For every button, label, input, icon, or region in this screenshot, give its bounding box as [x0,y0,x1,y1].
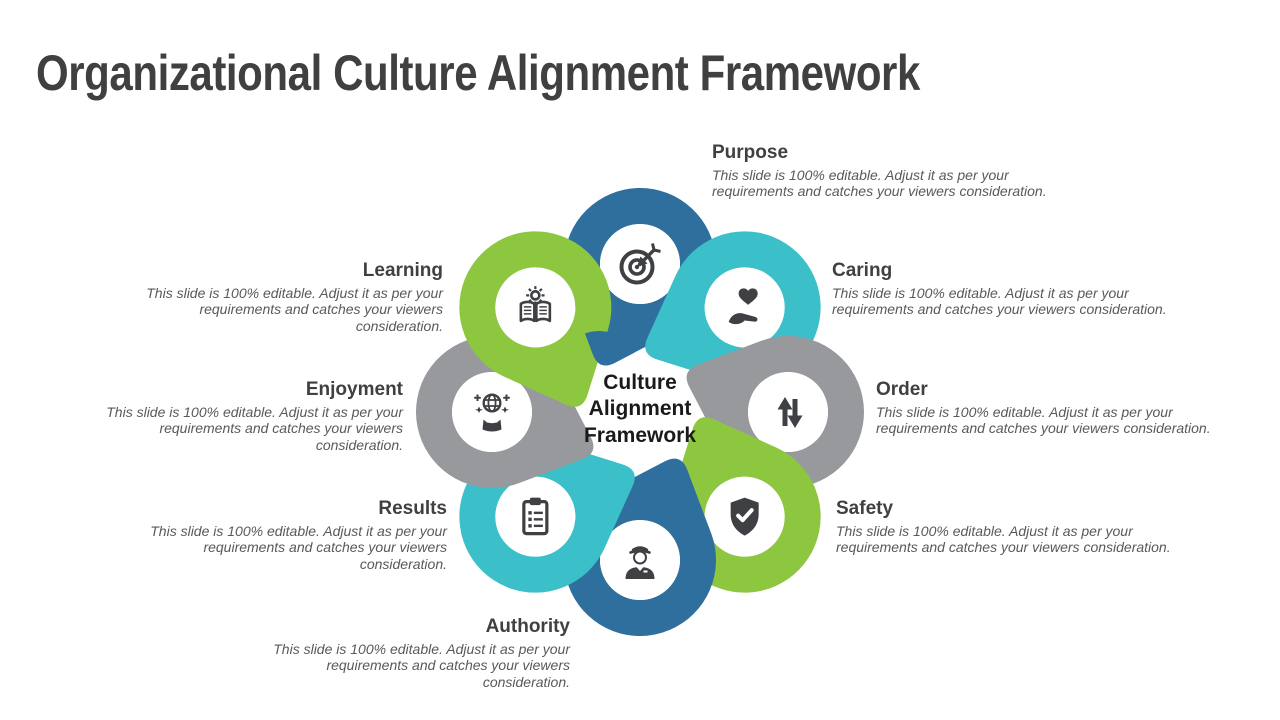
item-description: This slide is 100% editable. Adjust it a… [146,284,443,334]
item-description: This slide is 100% editable. Adjust it a… [836,522,1171,556]
label-authority: Authority This slide is 100% editable. A… [238,616,570,690]
shield-check-icon [730,497,759,536]
label-learning: Learning This slide is 100% editable. Ad… [111,260,443,334]
label-enjoyment: Enjoyment This slide is 100% editable. A… [71,379,403,453]
item-heading: Safety [836,498,894,519]
item-description: This slide is 100% editable. Adjust it a… [150,522,447,572]
heart-in-hand-icon [728,288,758,325]
item-heading: Order [876,379,928,400]
item-heading: Learning [362,260,443,281]
label-purpose: Purpose This slide is 100% editable. Adj… [712,142,1052,200]
item-heading: Results [378,498,447,519]
diagram-center-label: Culture Alignment Framework [583,371,697,447]
item-description: This slide is 100% editable. Adjust it a… [876,403,1211,437]
officer-icon [625,546,655,579]
label-results: Results This slide is 100% editable. Adj… [115,498,447,572]
petal-results [427,391,661,625]
label-safety: Safety This slide is 100% editable. Adju… [836,498,1176,556]
item-description: This slide is 100% editable. Adjust it a… [712,166,1047,200]
item-description: This slide is 100% editable. Adjust it a… [106,403,403,453]
up-down-arrows-icon [777,397,803,428]
item-description: This slide is 100% editable. Adjust it a… [273,640,570,690]
item-heading: Authority [485,616,570,637]
item-description: This slide is 100% editable. Adjust it a… [832,284,1167,318]
petal-safety [619,391,853,625]
target-icon [619,243,661,285]
petal-hole [704,267,785,348]
item-heading: Purpose [712,142,789,163]
page-title: Organizational Culture Alignment Framewo… [36,45,920,101]
petal-hole [748,372,828,452]
label-caring: Caring This slide is 100% editable. Adju… [832,260,1172,318]
petal-hole [495,476,576,557]
petal-caring [619,199,853,433]
petal-authority [564,458,717,637]
book-gear-icon [519,286,552,323]
petal-enjoyment [415,336,594,489]
petal-learning [427,199,661,433]
item-heading: Caring [832,260,893,281]
item-heading: Enjoyment [305,379,403,400]
label-order: Order This slide is 100% editable. Adjus… [876,379,1216,437]
clipboard-icon [522,497,549,536]
petal-purpose [563,187,716,366]
globe-celebration-icon [474,393,510,432]
petal-hole [600,520,680,600]
petal-order [686,335,865,488]
